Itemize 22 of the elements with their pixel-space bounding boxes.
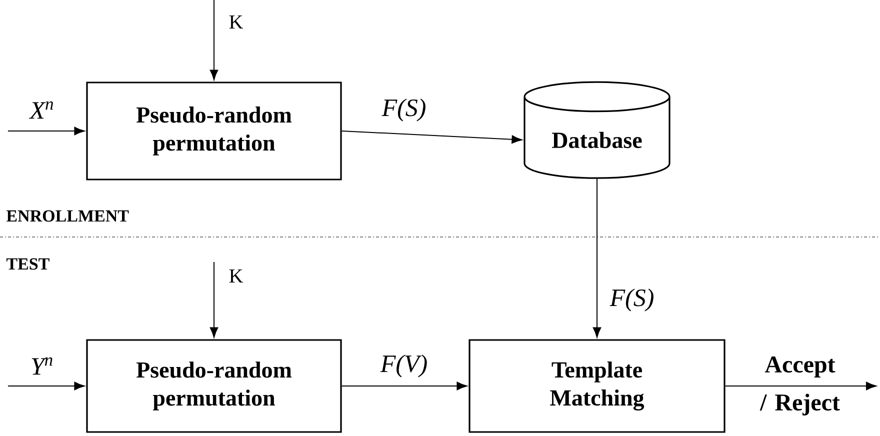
edge-label: Accept / Reject (760, 356, 840, 416)
edge-label: K (229, 15, 244, 29)
edge-label: Y$^{n}$ (32, 357, 52, 375)
edge-label: F(S) (610, 288, 654, 312)
process-box: Pseudo-random permutation (86, 82, 342, 180)
edge-label: F(V) (380, 354, 427, 378)
section-label: TEST (6, 258, 50, 270)
edge-label: F(S) (382, 98, 426, 122)
process-box: Template Matching (468, 339, 726, 433)
arrow (341, 382, 468, 390)
arrow (341, 130, 522, 144)
arrow (8, 126, 85, 136)
edge-label: X$^{n}$ (28, 101, 54, 119)
arrow (592, 178, 602, 338)
arrow (210, 0, 218, 80)
arrow (724, 382, 876, 390)
process-box: Pseudo-random permutation (86, 339, 342, 433)
arrow (8, 382, 85, 390)
arrow (210, 262, 218, 338)
section-label: ENROLLMENT (6, 210, 129, 222)
edge-label: K (229, 269, 244, 283)
database-cylinder: Database (524, 81, 670, 179)
